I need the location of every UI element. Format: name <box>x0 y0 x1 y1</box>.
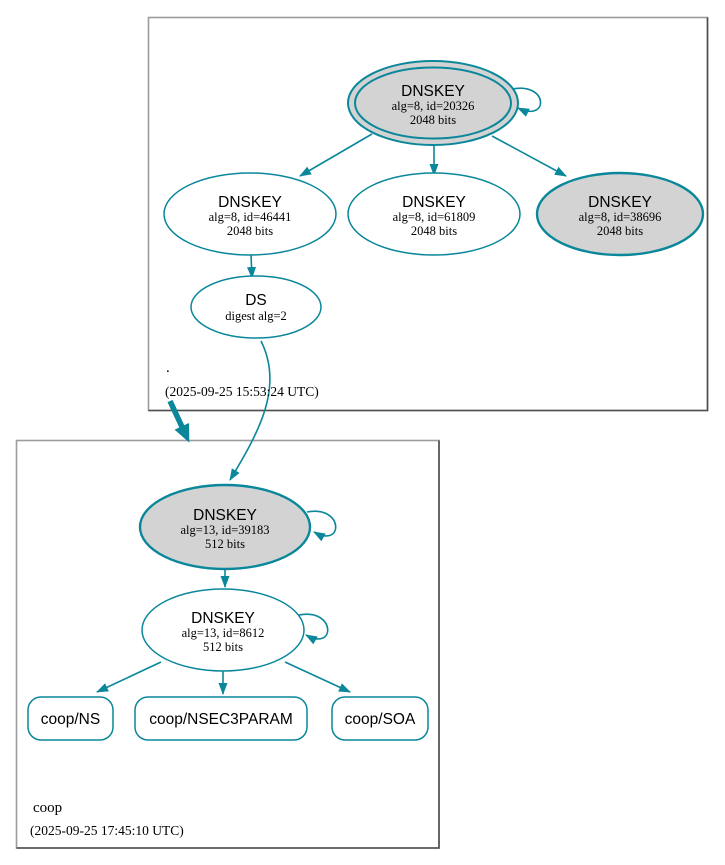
rrset-coop-soa-label: coop/SOA <box>345 711 416 728</box>
dnskey-8612-detail: alg=13, id=8612 <box>182 626 265 640</box>
dnskey-46441-node[interactable]: DNSKEY alg=8, id=46441 2048 bits <box>163 172 337 256</box>
dnskey-39183-node[interactable]: DNSKEY alg=13, id=39183 512 bits <box>138 483 312 571</box>
dnskey-38696-detail: alg=8, id=38696 <box>579 210 662 224</box>
dnskey-39183-ellipse[interactable] <box>138 483 312 571</box>
rrset-coop-ns[interactable]: coop/NS <box>27 696 114 741</box>
ds-detail: digest alg=2 <box>225 309 287 323</box>
dnskey-20326-size: 2048 bits <box>410 113 456 127</box>
edge-zsk8612-to-soa <box>284 661 351 693</box>
dnskey-8612-ellipse[interactable] <box>141 588 305 672</box>
rrset-coop-soa-box[interactable] <box>331 696 429 741</box>
dnskey-46441-detail: alg=8, id=46441 <box>209 210 292 224</box>
coop-zone-box-shadow <box>16 440 440 849</box>
self-loop-ksk20326 <box>511 87 542 117</box>
dnskey-20326-inner-ellipse <box>354 66 512 140</box>
dnskey-20326-node[interactable]: DNSKEY alg=8, id=20326 2048 bits <box>347 60 519 146</box>
ds-ellipse[interactable] <box>190 275 322 339</box>
dnskey-39183-size: 512 bits <box>205 537 245 551</box>
root-zone-timestamp: (2025-09-25 15:53:24 UTC) <box>165 384 319 399</box>
dnskey-61809-title: DNSKEY <box>402 194 466 211</box>
ds-node[interactable]: DS digest alg=2 <box>190 275 322 339</box>
root-zone-label: . <box>166 360 170 376</box>
coop-zone-label: coop <box>33 800 62 816</box>
rrset-coop-nsec3param[interactable]: coop/NSEC3PARAM <box>134 696 308 741</box>
dnskey-39183-detail: alg=13, id=39183 <box>180 523 269 537</box>
dnskey-46441-size: 2048 bits <box>227 224 273 238</box>
ds-title: DS <box>245 292 267 309</box>
dnskey-61809-node[interactable]: DNSKEY alg=8, id=61809 2048 bits <box>347 172 521 256</box>
dnskey-38696-node[interactable]: DNSKEY alg=8, id=38696 2048 bits <box>535 171 705 257</box>
rrset-coop-nsec3param-box[interactable] <box>134 696 308 741</box>
edge-zsk8612-to-ns <box>96 661 162 693</box>
coop-zone-timestamp: (2025-09-25 17:45:10 UTC) <box>30 823 184 838</box>
edge-ksk20326-to-zsk46441 <box>299 133 373 177</box>
dnskey-20326-title: DNSKEY <box>401 83 465 100</box>
dnskey-39183-title: DNSKEY <box>193 507 257 524</box>
dnskey-8612-node[interactable]: DNSKEY alg=13, id=8612 512 bits <box>141 588 305 672</box>
dnskey-20326-detail: alg=8, id=20326 <box>392 99 475 113</box>
root-zone-box-shadow <box>148 17 709 412</box>
dnskey-61809-size: 2048 bits <box>411 224 457 238</box>
dnskey-38696-title: DNSKEY <box>588 194 652 211</box>
dnskey-20326-outer-ellipse[interactable] <box>347 60 519 146</box>
dnskey-46441-ellipse[interactable] <box>163 172 337 256</box>
rrset-coop-ns-label: coop/NS <box>41 711 100 728</box>
dnskey-8612-size: 512 bits <box>203 640 243 654</box>
edge-zsk46441-to-ds <box>247 254 257 279</box>
edge-ds-to-coop-ksk <box>229 340 271 481</box>
rrset-coop-ns-box[interactable] <box>27 696 114 741</box>
rrset-coop-soa[interactable]: coop/SOA <box>331 696 429 741</box>
edge-ksk20326-to-key38696 <box>491 135 567 177</box>
self-loop-zsk8612 <box>298 613 329 645</box>
self-loop-ksk39183 <box>306 510 337 542</box>
delegation-arrow-root-to-coop <box>167 399 190 443</box>
dnskey-38696-ellipse[interactable] <box>535 171 705 257</box>
dnskey-46441-title: DNSKEY <box>218 194 282 211</box>
dnskey-8612-title: DNSKEY <box>191 610 255 627</box>
dnskey-61809-detail: alg=8, id=61809 <box>393 210 476 224</box>
dnskey-38696-size: 2048 bits <box>597 224 643 238</box>
rrset-coop-nsec3param-label: coop/NSEC3PARAM <box>149 711 293 728</box>
dnskey-61809-ellipse[interactable] <box>347 172 521 256</box>
